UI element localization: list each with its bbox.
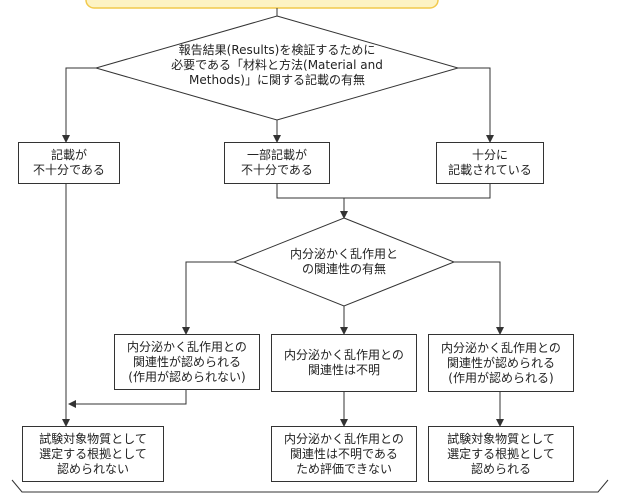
box-sufficient: 十分に 記載されている bbox=[436, 142, 544, 184]
box-sufficient-label: 十分に 記載されている bbox=[448, 148, 532, 177]
box-recognized-no-effect-label: 内分泌かく乱作用との 関連性が認められる (作用が認められない) bbox=[127, 339, 247, 384]
result-accepted-label: 試験対象物質として 選定する根拠として 認められる bbox=[447, 431, 555, 476]
arrow-no-effect-to-left bbox=[68, 390, 187, 408]
result-not-accepted-label: 試験対象物質として 選定する根拠として 認められない bbox=[39, 431, 147, 476]
connector-partial-merge bbox=[276, 184, 491, 199]
box-unknown: 内分泌かく乱作用との 関連性は不明 bbox=[271, 334, 417, 392]
box-partial: 一部記載が 不十分である bbox=[224, 142, 330, 184]
decision-mid-label: 内分泌かく乱作用と の関連性の有無 bbox=[289, 247, 398, 276]
arrow-top-left bbox=[62, 67, 96, 143]
box-partial-label: 一部記載が 不十分である bbox=[241, 148, 313, 177]
result-unevaluable-label: 内分泌かく乱作用との 関連性は不明である ため評価できない bbox=[284, 431, 404, 476]
decision-top-label: 報告結果(Results)を検証するために 必要である「材料と方法(Materi… bbox=[171, 43, 383, 87]
bottom-bracket bbox=[11, 479, 609, 493]
result-accepted: 試験対象物質として 選定する根拠として 認められる bbox=[428, 426, 574, 482]
box-recognized-effect: 内分泌かく乱作用との 関連性が認められる (作用が認められる) bbox=[428, 334, 574, 392]
box-recognized-no-effect: 内分泌かく乱作用との 関連性が認められる (作用が認められない) bbox=[114, 334, 260, 390]
box-insufficient-label: 記載が 不十分である bbox=[33, 148, 105, 177]
top-banner bbox=[85, 0, 439, 9]
result-not-accepted: 試験対象物質として 選定する根拠として 認められない bbox=[22, 426, 164, 482]
arrow-mid-right bbox=[454, 261, 504, 335]
arrow-top-right bbox=[458, 67, 494, 143]
box-unknown-label: 内分泌かく乱作用との 関連性は不明 bbox=[284, 348, 404, 377]
result-unevaluable: 内分泌かく乱作用との 関連性は不明である ため評価できない bbox=[271, 426, 417, 482]
arrow-mid-left bbox=[182, 261, 234, 335]
box-insufficient: 記載が 不十分である bbox=[18, 142, 120, 184]
box-recognized-effect-label: 内分泌かく乱作用との 関連性が認められる (作用が認められる) bbox=[441, 340, 561, 385]
